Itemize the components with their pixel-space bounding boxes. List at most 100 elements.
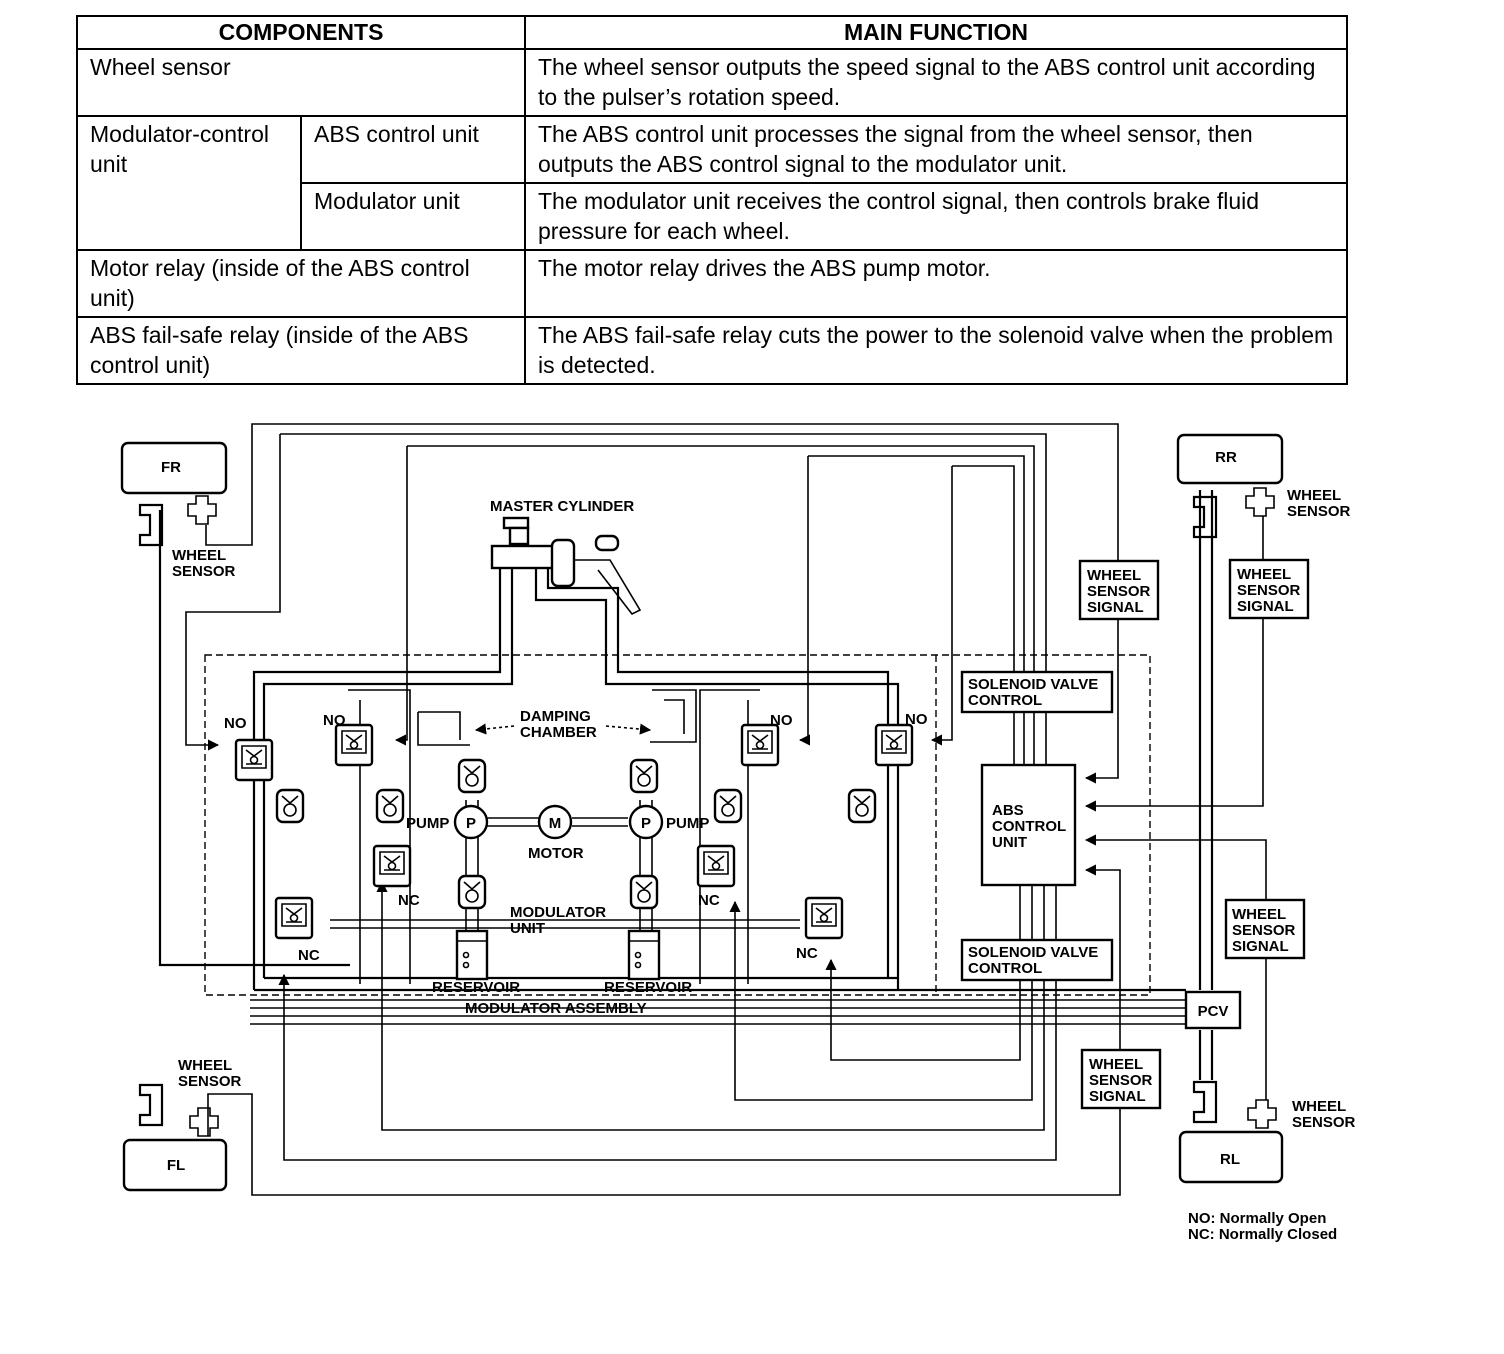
no-label: NO <box>323 712 346 729</box>
wheel-sensor-fr: WHEEL SENSOR <box>138 495 236 580</box>
wheel-sensor-fl: WHEEL SENSOR <box>138 1057 242 1137</box>
table-row: Wheel sensor The wheel sensor outputs th… <box>76 48 1348 117</box>
table-row: Motor relay (inside of the ABS control u… <box>76 249 1348 318</box>
motor: M MOTOR <box>528 804 584 862</box>
legend-nc: NC: Normally Closed <box>1188 1226 1337 1243</box>
cell-component: ABS fail-safe relay (inside of the ABS c… <box>76 316 526 385</box>
check-valve <box>457 758 487 794</box>
solenoid-valve-control-box: SOLENOID VALVE CONTROL <box>960 670 1114 714</box>
solenoid-valve-control-box: SOLENOID VALVE CONTROL <box>960 938 1114 982</box>
wheel-rl-label: RL <box>1220 1151 1240 1168</box>
wheel-sensor-label: WHEEL <box>178 1057 232 1074</box>
pump-label: PUMP <box>666 815 709 832</box>
table-header-row: COMPONENTS MAIN FUNCTION <box>76 15 1348 50</box>
wheel-sensor-rr: WHEEL SENSOR <box>1192 487 1351 539</box>
modulator-assembly-boundary <box>204 654 1151 996</box>
cell-function: The modulator unit receives the control … <box>524 182 1348 251</box>
wheel-sensor-signal-box: WHEEL SENSOR SIGNAL <box>1228 558 1310 620</box>
reservoir-label: RESERVOIR <box>432 979 520 996</box>
abs-label: UNIT <box>992 834 1027 851</box>
nc-label: NC <box>298 947 320 964</box>
nc-valve: NC <box>372 844 420 909</box>
solenoid-label: CONTROL <box>968 960 1042 977</box>
modulator-unit-label: UNIT <box>510 920 545 937</box>
signal-label: WHEEL <box>1237 566 1291 583</box>
no-valve: NO <box>224 715 274 782</box>
hydraulic-lines <box>158 510 1186 992</box>
wheel-fr: FR <box>120 441 228 495</box>
abs-label: CONTROL <box>992 818 1066 835</box>
wheel-sensor-label: SENSOR <box>178 1073 242 1090</box>
signal-label: SIGNAL <box>1089 1088 1146 1105</box>
no-label: NO <box>770 712 793 729</box>
cell-function: The wheel sensor outputs the speed signa… <box>524 48 1348 117</box>
signal-label: SIGNAL <box>1237 598 1294 615</box>
abs-label: ABS <box>992 802 1024 819</box>
wheel-sensor-signal-box: WHEEL SENSOR SIGNAL <box>1224 898 1306 960</box>
modulator-unit-label: MODULATOR <box>510 904 606 921</box>
cell-subcomponent: ABS control unit <box>300 115 526 184</box>
signal-label: SIGNAL <box>1232 938 1289 955</box>
signal-label: SENSOR <box>1087 583 1151 600</box>
wheel-rr: RR <box>1176 433 1284 485</box>
pcv: PCV <box>250 490 1242 1080</box>
pump-symbol: P <box>466 815 476 832</box>
nc-label: NC <box>698 892 720 909</box>
reservoir-label: RESERVOIR <box>604 979 692 996</box>
no-valve: NO <box>323 712 374 767</box>
signal-label: SENSOR <box>1237 582 1301 599</box>
motor-label: MOTOR <box>528 845 584 862</box>
check-valve <box>847 788 877 824</box>
solenoid-label: CONTROL <box>968 692 1042 709</box>
col-header-main-function: MAIN FUNCTION <box>524 15 1348 50</box>
cell-function: The ABS fail-safe relay cuts the power t… <box>524 316 1348 385</box>
solenoid-label: SOLENOID VALVE <box>968 676 1098 693</box>
signal-label: SENSOR <box>1232 922 1296 939</box>
wheel-rl: RL <box>1178 1130 1284 1184</box>
master-cylinder-label: MASTER CYLINDER <box>490 498 634 515</box>
wheel-sensor-label: SENSOR <box>1292 1114 1356 1131</box>
wheel-sensor-signal-box: WHEEL SENSOR SIGNAL <box>1078 559 1160 621</box>
pump-right: P PUMP <box>628 804 709 840</box>
nc-valve: NC <box>696 844 736 909</box>
components-table: COMPONENTS MAIN FUNCTION Wheel sensor Th… <box>76 15 1348 385</box>
wheel-rr-label: RR <box>1215 449 1237 466</box>
damping-label: DAMPING <box>520 708 591 725</box>
damping-label: CHAMBER <box>520 724 597 741</box>
nc-label: NC <box>398 892 420 909</box>
no-valve: NO <box>874 711 928 767</box>
signal-label: WHEEL <box>1232 906 1286 923</box>
solenoid-label: SOLENOID VALVE <box>968 944 1098 961</box>
wheel-sensor-signal-box: WHEEL SENSOR SIGNAL <box>1080 1048 1162 1110</box>
reservoir-right: RESERVOIR <box>604 929 692 996</box>
legend-no: NO: Normally Open <box>1188 1210 1326 1227</box>
no-label: NO <box>224 715 247 732</box>
cell-component: Modulator-control unit <box>76 115 302 251</box>
wheel-fl-label: FL <box>167 1157 185 1174</box>
wheel-sensor-rl: WHEEL SENSOR <box>1192 1080 1356 1131</box>
check-valve <box>629 758 659 794</box>
table-row: Modulator unit The modulator unit receiv… <box>77 182 1348 251</box>
nc-valve: NC <box>796 896 844 962</box>
check-valve <box>275 788 305 824</box>
wheel-sensor-label: SENSOR <box>1287 503 1351 520</box>
table-row: Modulator-control unit ABS control unit … <box>76 115 1348 251</box>
nc-valve: NC <box>274 896 320 964</box>
wheel-sensor-label: WHEEL <box>1292 1098 1346 1115</box>
abs-control-unit: ABS CONTROL UNIT <box>980 763 1077 887</box>
signal-label: SIGNAL <box>1087 599 1144 616</box>
wheel-fr-label: FR <box>161 459 181 476</box>
signal-label: WHEEL <box>1089 1056 1143 1073</box>
pcv-label: PCV <box>1198 1003 1229 1020</box>
check-valve <box>629 874 659 910</box>
pump-symbol: P <box>641 815 651 832</box>
check-valve <box>375 788 405 824</box>
cell-component: Motor relay (inside of the ABS control u… <box>76 249 526 318</box>
cell-function: The motor relay drives the ABS pump moto… <box>524 249 1348 318</box>
check-valve <box>457 874 487 910</box>
wheel-fl: FL <box>122 1138 228 1192</box>
damping-chamber: DAMPING CHAMBER <box>474 708 652 741</box>
cell-function: The ABS control unit processes the signa… <box>524 115 1348 184</box>
reservoir-left: RESERVOIR <box>432 929 520 996</box>
